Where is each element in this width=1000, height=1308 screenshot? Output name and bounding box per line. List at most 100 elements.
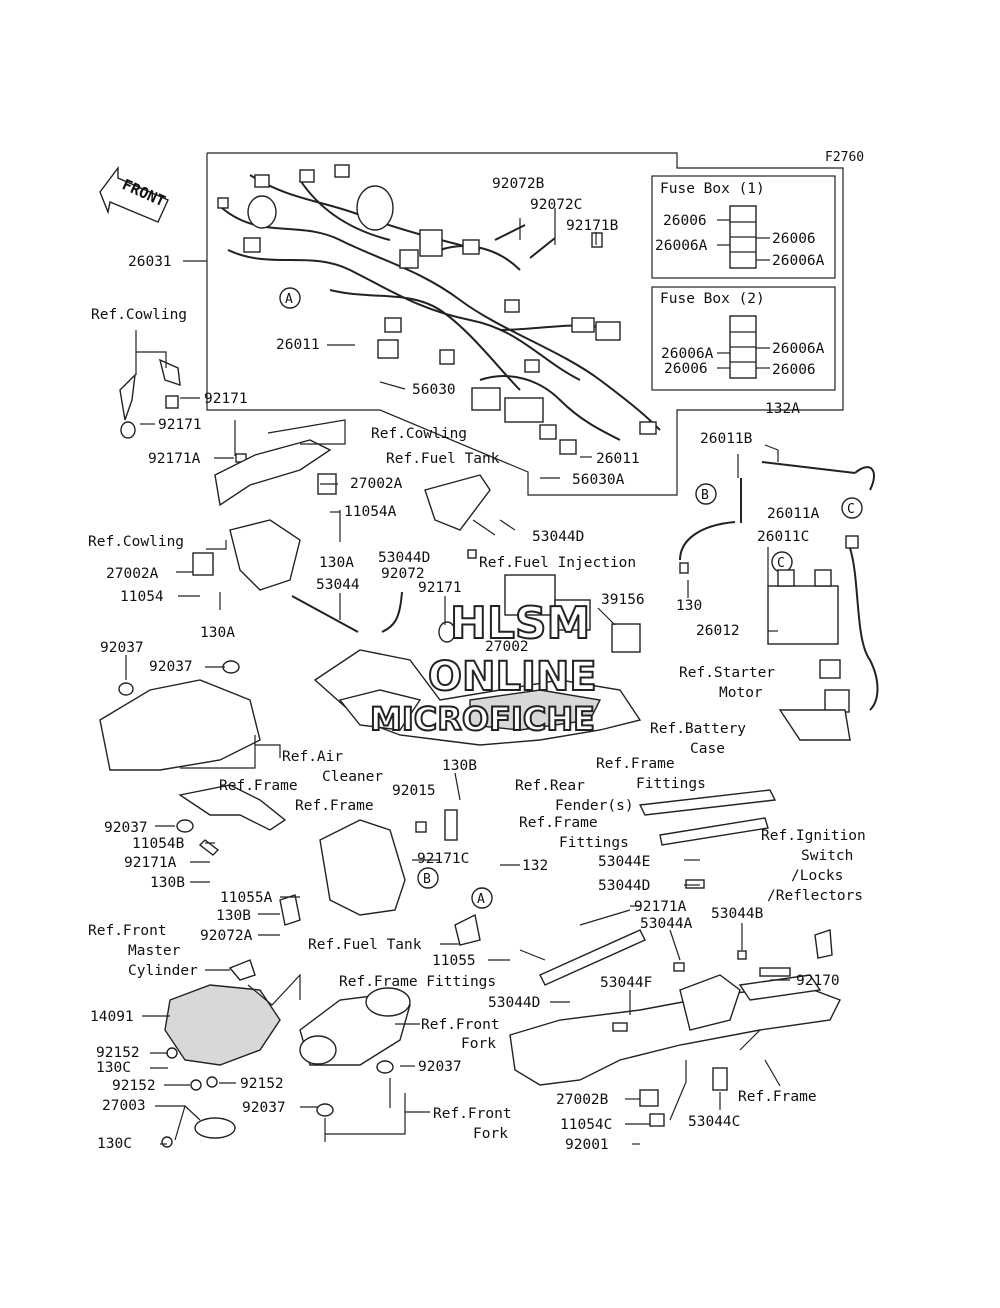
label-132: 132 <box>522 858 548 874</box>
label-92170: 92170 <box>796 973 840 989</box>
label-130c-2: 130C <box>97 1136 132 1152</box>
label-92152-c: 92152 <box>240 1076 284 1092</box>
label-53044b: 53044B <box>711 906 764 922</box>
label-ref-front-master-2: Master <box>128 943 181 959</box>
label-53044f: 53044F <box>600 975 652 991</box>
label-ref-ignition-switch: Switch <box>801 848 853 864</box>
label-92072: 92072 <box>381 566 425 582</box>
fuse-box-2-left-1: 26006A <box>661 346 714 362</box>
label-ref-ignition-locks: /Locks <box>791 868 843 884</box>
label-92037-b: 92037 <box>149 659 193 675</box>
harness-group-outline <box>206 152 844 496</box>
label-ref-frame-1: Ref.Frame <box>219 778 298 794</box>
label-92037-a: 92037 <box>100 640 144 656</box>
label-11054a: 11054A <box>344 504 397 520</box>
label-27003: 27003 <box>102 1098 146 1114</box>
label-ref-front-fork-2: Ref.Front <box>433 1106 512 1122</box>
label-39156: 39156 <box>601 592 645 608</box>
label-ref-cowling-3: Ref.Cowling <box>88 534 184 550</box>
svg-text:B: B <box>701 488 709 503</box>
label-92072b: 92072B <box>492 176 545 192</box>
front-fork-assembly <box>161 959 411 1148</box>
label-53044e: 53044E <box>598 854 650 870</box>
label-27002a-2: 27002A <box>106 566 159 582</box>
label-11054b: 11054B <box>132 836 185 852</box>
label-53044d-1: 53044D <box>532 529 584 545</box>
label-ref-air-cleaner: Cleaner <box>322 769 383 785</box>
label-ref-frame-2: Ref.Frame <box>295 798 374 814</box>
fuse-box-1-panel: Fuse Box (1) 26006 26006A 26006 26006A <box>651 175 836 279</box>
svg-text:HLSM: HLSM <box>450 598 590 649</box>
label-53044c: 53044C <box>688 1114 740 1130</box>
label-ref-fuel-tank-2: Ref.Fuel Tank <box>308 937 422 953</box>
label-ref-cowling-1: Ref.Cowling <box>91 307 187 323</box>
label-92171a-3: 92171A <box>634 899 687 915</box>
label-ref-front-master-cylinder: Cylinder <box>128 963 198 979</box>
fuse-box-1-left-1: 26006 <box>663 213 707 229</box>
label-ref-frame-fittings-2b: Fittings <box>559 835 629 851</box>
svg-text:C: C <box>847 502 855 517</box>
label-53044a: 53044A <box>640 916 693 932</box>
label-ref-battery: Ref.Battery <box>650 721 746 737</box>
svg-text:MICROFICHE: MICROFICHE <box>370 700 595 738</box>
label-26011b: 26011B <box>700 431 753 447</box>
label-92072a: 92072A <box>200 928 253 944</box>
label-130b-2: 130B <box>150 875 185 891</box>
label-56030: 56030 <box>412 382 456 398</box>
callout-b-mid: B <box>417 867 439 889</box>
fuse-box-1-left-2: 26006A <box>655 238 708 254</box>
callout-a-top: A <box>279 287 301 309</box>
label-ref-rear: Ref.Rear <box>515 778 585 794</box>
label-ref-frame-3: Ref.Frame <box>738 1089 817 1105</box>
label-ref-front-fork-1: Ref.Front <box>421 1017 500 1033</box>
watermark: HLSM ONLINE MICROFICHE <box>369 597 598 739</box>
svg-text:A: A <box>285 292 293 307</box>
label-92171a: 92171A <box>148 451 201 467</box>
label-26011c: 26011C <box>757 529 809 545</box>
figure-code: F2760 <box>825 150 864 165</box>
fuse-box-1-right-2: 26006A <box>772 253 825 269</box>
label-130c-1: 130C <box>96 1060 131 1076</box>
fuse-box-1-right-1: 26006 <box>772 231 816 247</box>
callout-c-battery: C <box>771 551 793 573</box>
svg-text:C: C <box>777 556 785 571</box>
part-labels: 92072B 92072C 92171B 26031 26011 56030 2… <box>88 176 866 1153</box>
label-26012: 26012 <box>696 623 740 639</box>
label-56030a: 56030A <box>572 472 625 488</box>
label-11054c: 11054C <box>560 1117 612 1133</box>
label-53044d-r: 53044D <box>598 878 650 894</box>
label-130b-1: 130B <box>442 758 477 774</box>
label-92171-b: 92171 <box>158 417 202 433</box>
label-ref-frame-fittings-2: Ref.Frame <box>519 815 598 831</box>
label-27002b: 27002B <box>556 1092 609 1108</box>
label-92037-c: 92037 <box>104 820 148 836</box>
small-parts-top <box>119 224 879 741</box>
label-ref-starter: Ref.Starter <box>679 665 775 681</box>
label-92037-e: 92037 <box>242 1100 286 1116</box>
label-132a: 132A <box>765 401 800 417</box>
fuse-box-2-right-1: 26006A <box>772 341 825 357</box>
front-arrow-icon: FRONT <box>99 165 169 223</box>
label-92171c: 92171C <box>417 851 469 867</box>
svg-text:A: A <box>477 892 485 907</box>
label-ref-frame-fittings-1: Ref.Frame <box>596 756 675 772</box>
label-11055: 11055 <box>432 953 476 969</box>
callout-b-top: B <box>695 483 717 505</box>
fuse-box-2-left-2: 26006 <box>664 361 708 377</box>
label-130a-1: 130A <box>319 555 354 571</box>
label-130b-3: 130B <box>216 908 251 924</box>
label-11054: 11054 <box>120 589 164 605</box>
label-92015: 92015 <box>392 783 436 799</box>
label-53044: 53044 <box>316 577 360 593</box>
leader-lines <box>125 208 790 1145</box>
label-ref-rear-fender: Fender(s) <box>555 798 634 814</box>
label-ref-front-fork-1b: Fork <box>461 1036 496 1052</box>
label-ref-ignition-reflectors: /Reflectors <box>767 888 863 904</box>
label-26011: 26011 <box>276 337 320 353</box>
fuse-box-1-title: Fuse Box (1) <box>660 181 765 197</box>
rear-fender-assembly <box>99 649 642 946</box>
svg-text:B: B <box>423 872 431 887</box>
label-26011-lower: 26011 <box>596 451 640 467</box>
label-11055a: 11055A <box>220 890 273 906</box>
